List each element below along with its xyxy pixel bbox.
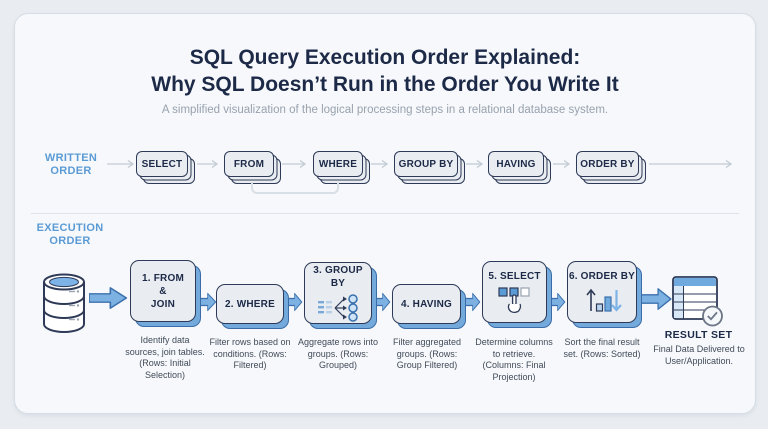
written-step-label: SELECT [136,151,188,177]
exec-step-title: 6. ORDER BY [568,271,636,282]
written-step-order-by: ORDER BY [576,151,646,184]
flow-line-arrow-icon [107,159,135,169]
title-line-2: Why SQL Doesn’t Run in the Order You Wri… [151,73,619,96]
page-title: SQL Query Execution Order Explained: Why… [15,44,755,98]
written-step-from: FROM [224,151,281,184]
flow-line-arrow-icon [282,159,307,169]
exec-step-description: Identify data sources, join tables. (Row… [125,335,205,380]
exec-step-title: 1. FROM & JOIN [142,272,184,310]
flow-line-arrow-icon [197,159,219,169]
exec-step-title: 5. SELECT [488,271,541,282]
flow-line-arrow-icon [466,159,484,169]
exec-step-from-join: 1. FROM & JOIN [130,260,201,327]
subtitle: A simplified visualization of the logica… [161,104,609,116]
flow-arrow-icon [641,288,672,310]
result-table-check-icon [672,276,723,327]
flow-line-arrow-icon [649,159,733,169]
exec-step-description: Aggregate rows into groups. (Rows: Group… [297,337,379,370]
title-line-1: SQL Query Execution Order Explained: [189,46,581,69]
database-icon [43,273,85,334]
column-picker-icon [497,287,530,314]
exec-step-title: 2. WHERE [225,298,275,310]
exec-step-title: 4. HAVING [400,298,453,310]
from-where-bracket [251,182,339,194]
exec-step-select: 5. SELECT [482,261,552,328]
result-set-description: Final Data Delivered to User/Application… [653,344,745,366]
exec-step-order-by: 6. ORDER BY [567,261,642,328]
written-step-label: HAVING [488,151,544,177]
execution-order-label: EXECUTION ORDER [36,222,104,247]
sort-arrows-icon [586,288,622,312]
written-step-label: WHERE [313,151,363,177]
exec-step-description: Filter aggregated groups. (Rows: Group F… [392,337,462,370]
group-rows-icon [318,293,358,322]
flow-line-arrow-icon [371,159,389,169]
written-step-label: GROUP BY [394,151,458,177]
exec-step-description: Filter rows based on conditions. (Rows: … [209,337,291,370]
exec-step-group-by: 3. GROUP BY [304,262,377,329]
exec-step-description: Sort the final result set. (Rows: Sorted… [563,337,641,359]
written-step-select: SELECT [136,151,195,184]
exec-step-where: 2. WHERE [216,284,289,329]
written-order-label: WRITTEN ORDER [44,152,98,177]
result-set-label: RESULT SET [664,329,733,341]
written-step-having: HAVING [488,151,551,184]
exec-step-title: 3. GROUP BY [313,264,363,289]
written-step-where: WHERE [313,151,370,184]
exec-step-having: 4. HAVING [392,284,466,329]
written-step-label: FROM [224,151,274,177]
written-step-label: ORDER BY [576,151,639,177]
infographic-card: SQL Query Execution Order Explained: Why… [14,13,756,414]
exec-step-description: Determine columns to retrieve. (Columns:… [475,337,553,382]
flow-line-arrow-icon [553,159,571,169]
written-step-group-by: GROUP BY [394,151,465,184]
flow-arrow-icon [89,287,128,309]
section-divider [31,213,739,214]
